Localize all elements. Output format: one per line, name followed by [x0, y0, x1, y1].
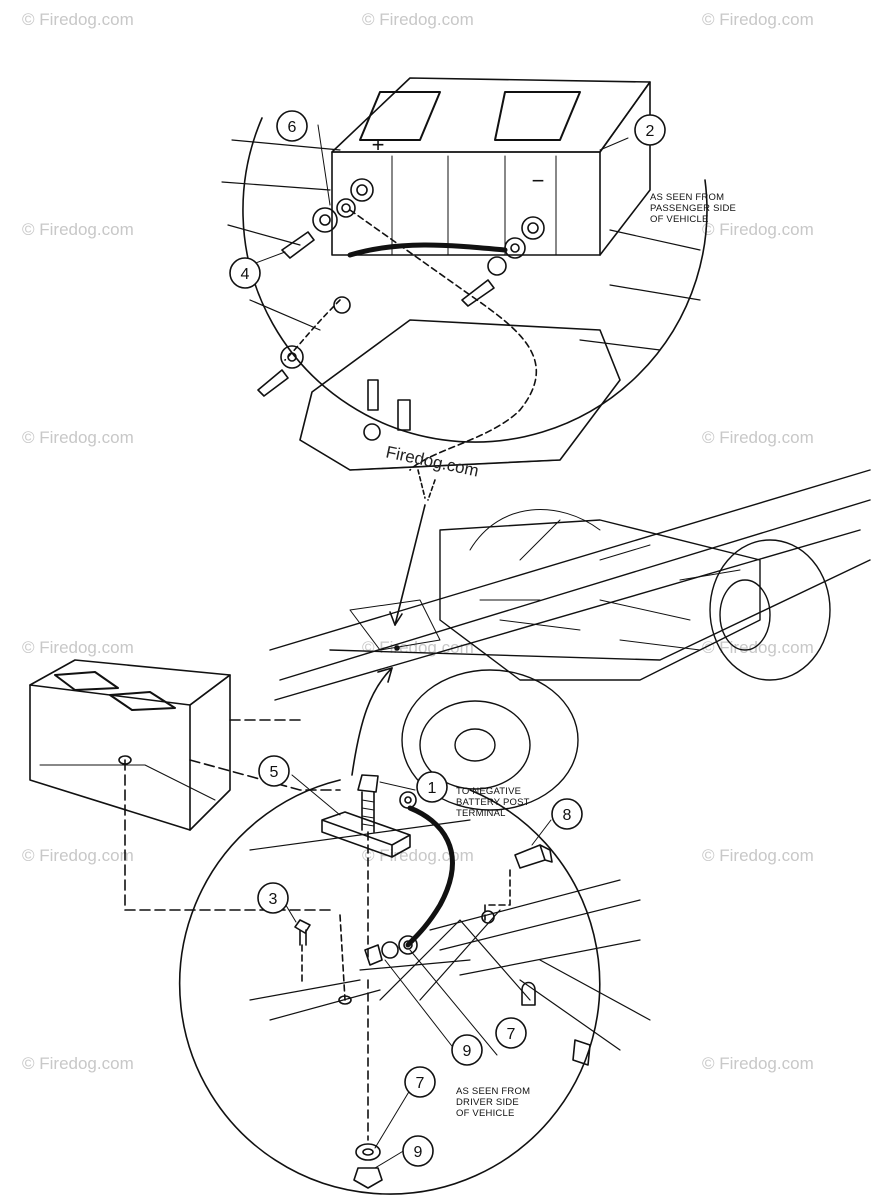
callout-4: 4 [241, 266, 250, 283]
callout-7b-circle [404, 1066, 436, 1098]
battery-plus-mark: + [372, 132, 385, 157]
callout-7a: 7 [507, 1026, 516, 1043]
battery-minus-mark: − [532, 168, 545, 193]
battery-top-view [331, 77, 651, 256]
callout-6-circle [276, 110, 308, 142]
watermark: © Firedog.com [702, 220, 814, 239]
wheel [401, 669, 579, 811]
watermark: © Firedog.com [362, 10, 474, 29]
callout-8-circle [551, 798, 583, 830]
watermark: © Firedog.com [22, 1054, 134, 1073]
watermark: © Firedog.com [362, 846, 474, 865]
callout-1: 1 [428, 780, 437, 797]
top-detail-circle [242, 117, 708, 443]
callout-1-circle [416, 771, 448, 803]
callout-9a-circle [451, 1034, 483, 1066]
note-negative-terminal: TO NEGATIVE BATTERY POST TERMINAL [456, 786, 530, 819]
watermark: © Firedog.com [22, 428, 134, 447]
battery-left-view [29, 659, 231, 831]
note-passenger-side: AS SEEN FROM PASSENGER SIDE OF VEHICLE [650, 192, 737, 225]
callout-9b-circle [402, 1135, 434, 1167]
callout-4-circle [229, 257, 261, 289]
battery-cable [347, 242, 508, 258]
callout-2: 2 [646, 123, 655, 140]
watermark: © Firedog.com [22, 10, 134, 29]
callout-7a-circle [495, 1017, 527, 1049]
note-driver-side: AS SEEN FROM DRIVER SIDE OF VEHICLE [456, 1086, 531, 1119]
callout-3-circle [257, 882, 289, 914]
watermark: © Firedog.com [702, 10, 814, 29]
callout-5-circle [258, 755, 290, 787]
vehicle-chassis [269, 469, 871, 811]
watermark: © Firedog.com [702, 1054, 814, 1073]
watermark: © Firedog.com [22, 638, 134, 657]
watermark: © Firedog.com [22, 220, 134, 239]
bottom-detail-circle [178, 779, 601, 1195]
watermark: © Firedog.com [702, 428, 814, 447]
callout-9a: 9 [463, 1043, 472, 1060]
callout-7b: 7 [416, 1075, 425, 1092]
callout-8: 8 [563, 807, 572, 824]
watermark: © Firedog.com [22, 846, 134, 865]
watermark: © Firedog.com [702, 846, 814, 865]
callout-9b: 9 [414, 1144, 423, 1161]
callout-6: 6 [288, 119, 297, 136]
callout-2-circle [634, 114, 666, 146]
callout-5: 5 [270, 764, 279, 781]
callout-3: 3 [269, 891, 278, 908]
